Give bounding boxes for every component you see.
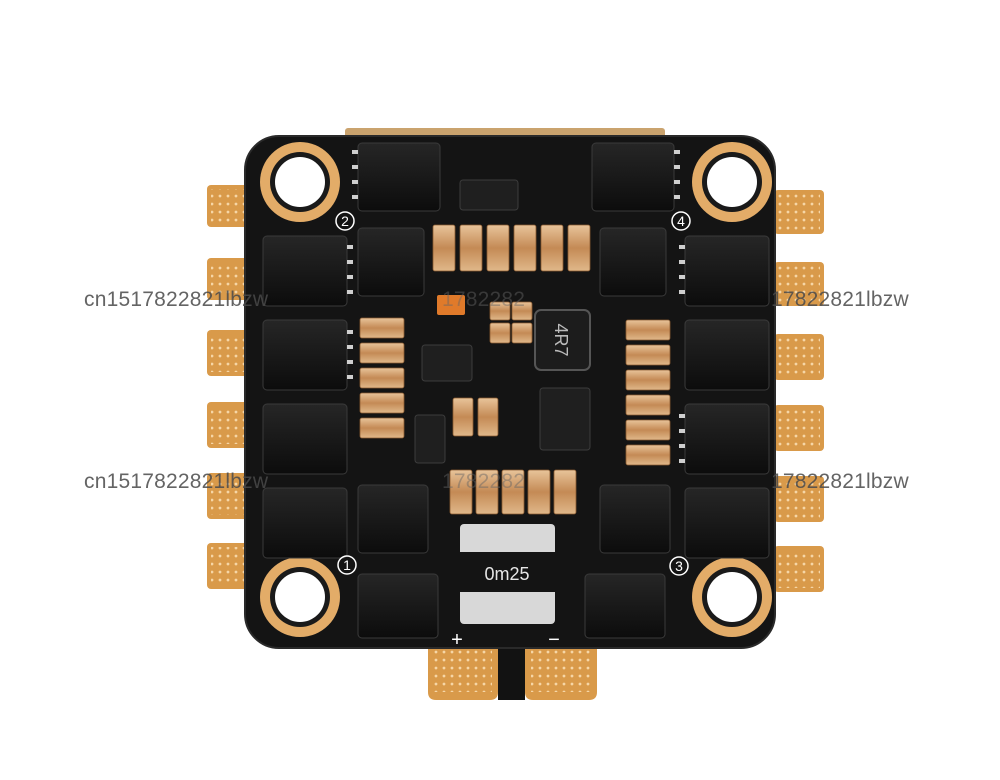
shunt-resistor: 0m25 bbox=[460, 524, 555, 624]
watermark-left-top: cn1517822821lbzw bbox=[84, 288, 269, 311]
svg-text:4R7: 4R7 bbox=[551, 323, 571, 356]
mount-label-2: 2 bbox=[341, 213, 349, 229]
orange-capacitor bbox=[437, 295, 465, 315]
motor-pads-right bbox=[774, 190, 824, 592]
power-pads bbox=[428, 640, 597, 700]
inductor: 4R7 bbox=[534, 309, 591, 371]
watermark-center-top: 1782282 bbox=[442, 288, 526, 311]
small-ics bbox=[414, 179, 591, 464]
mosfet-chips bbox=[262, 142, 770, 639]
chip-pins bbox=[347, 150, 685, 463]
mount-label-1: 1 bbox=[343, 557, 351, 573]
mount-label-3: 3 bbox=[675, 558, 683, 574]
mount-holes bbox=[260, 142, 772, 637]
mount-label-4: 4 bbox=[677, 213, 685, 229]
watermark-left-bottom: cn1517822821lbzw bbox=[84, 470, 269, 493]
capacitors bbox=[359, 224, 671, 515]
svg-text:0m25: 0m25 bbox=[484, 564, 529, 584]
minus-label: − bbox=[548, 629, 560, 651]
watermark-right-top: 17822821lbzw bbox=[771, 288, 909, 311]
watermark-center-bottom: 1782282 bbox=[442, 470, 526, 493]
plus-label: + bbox=[451, 629, 463, 651]
watermark-right-bottom: 17822821lbzw bbox=[771, 470, 909, 493]
